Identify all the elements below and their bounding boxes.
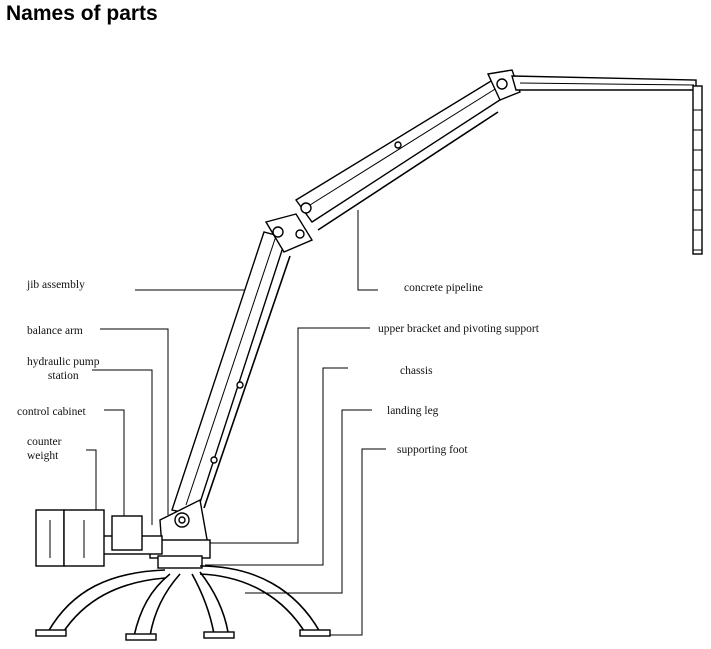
boom-knuckle-1 xyxy=(264,213,314,253)
landing-leg-right-front xyxy=(191,573,215,635)
leader-supporting-foot xyxy=(325,448,386,636)
leader-lines xyxy=(86,210,386,636)
supporting-foot-4 xyxy=(299,629,331,637)
boom-section-lower xyxy=(171,231,287,516)
legs xyxy=(35,565,331,641)
rear-assembly xyxy=(35,509,163,567)
label-hydraulic-pump-line2: station xyxy=(47,370,79,382)
boom-section-middle xyxy=(294,77,507,223)
leader-counter-weight xyxy=(86,449,97,510)
boom-cylinder-middle xyxy=(317,111,499,231)
supporting-foot-1 xyxy=(35,629,67,637)
landing-leg-right-rear xyxy=(199,565,321,633)
supporting-foot-2 xyxy=(125,633,157,641)
leader-upper-bracket xyxy=(200,327,370,544)
leader-control-cabinet xyxy=(104,409,125,518)
label-counter-weight-line1: counter xyxy=(27,436,62,448)
label-hydraulic-pump: hydraulic pump station xyxy=(27,355,100,383)
label-jib-assembly: jib assembly xyxy=(27,279,85,291)
leader-concrete-pipeline xyxy=(357,210,378,291)
hydraulic-pump-station xyxy=(111,515,143,551)
leader-chassis xyxy=(205,367,348,566)
label-supporting-foot: supporting foot xyxy=(397,444,468,456)
label-counter-weight-line2: weight xyxy=(27,450,59,462)
supporting-foot-3 xyxy=(203,631,235,639)
label-landing-leg: landing leg xyxy=(387,405,439,417)
label-control-cabinet: control cabinet xyxy=(17,406,86,418)
label-chassis: chassis xyxy=(400,365,433,377)
label-balance-arm: balance arm xyxy=(27,325,83,337)
leader-balance-arm xyxy=(100,328,169,515)
leader-hydraulic-pump xyxy=(92,369,153,525)
page-title: Names of parts xyxy=(6,2,158,25)
turret xyxy=(149,498,211,569)
label-upper-bracket: upper bracket and pivoting support xyxy=(378,323,539,335)
boom xyxy=(171,69,703,516)
leader-landing-leg xyxy=(245,409,372,594)
label-concrete-pipeline: concrete pipeline xyxy=(404,282,483,294)
boom-cylinder-lower xyxy=(203,255,291,509)
label-counter-weight: counter weight xyxy=(27,435,61,463)
label-hydraulic-pump-line1: hydraulic pump xyxy=(27,356,100,368)
chassis-core xyxy=(157,555,203,569)
landing-leg-left-rear xyxy=(47,569,166,633)
landing-leg-left-front xyxy=(133,573,171,637)
